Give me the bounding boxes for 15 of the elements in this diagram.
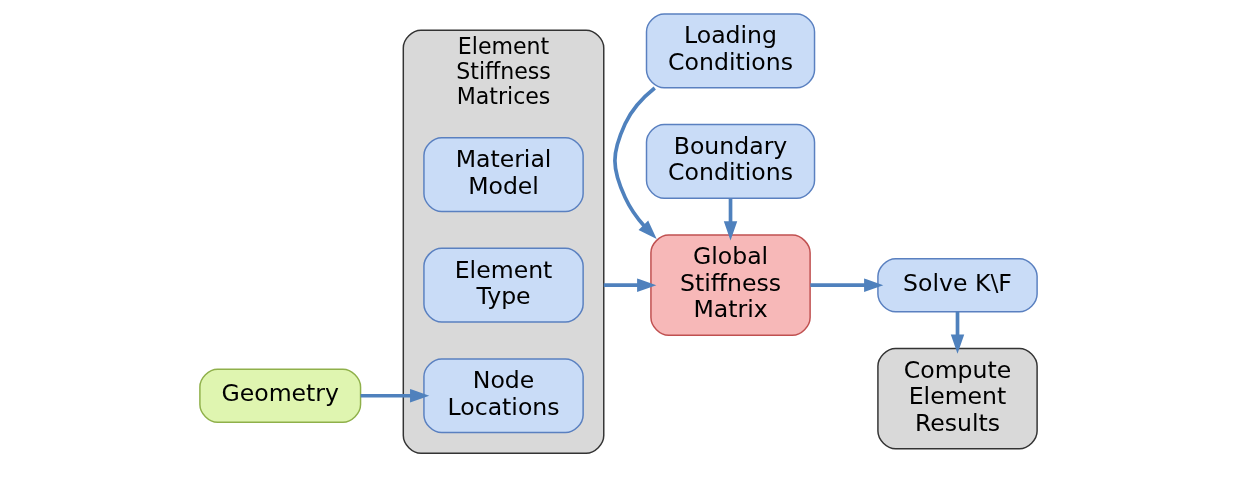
arrow [809,278,883,292]
arrow [723,198,737,241]
node-box: Compute Element Results [876,347,1038,450]
node-box: Global Stiffness Matrix [649,234,811,337]
node-box: Geometry [198,368,361,423]
node-box: Solve K\F [876,257,1038,313]
node-box: Loading Conditions [645,13,815,89]
node-box: Boundary Conditions [645,123,815,199]
arrow [612,86,657,240]
node-box: Node Locations [422,358,584,434]
arrow [360,389,429,403]
node-box: Material Model [422,137,584,213]
node-box: Element Type [422,247,584,323]
arrow [603,278,656,292]
arrow [950,311,964,354]
